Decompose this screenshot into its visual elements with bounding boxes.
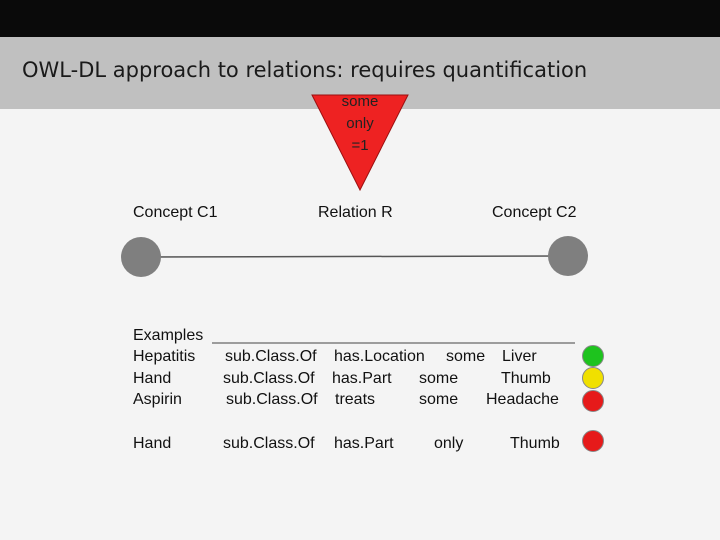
example-quantifier: some [419,370,459,387]
example-relation: sub.Class.Of [223,435,315,452]
example-object: Headache [486,391,559,408]
example-subject: Aspirin [133,391,182,408]
top-bar [0,0,720,37]
relation-r-label: Relation R [318,204,393,221]
example-object: Thumb [510,435,560,452]
slide-title: OWL-DL approach to relations: requires q… [22,58,588,82]
status-red-dot [582,430,604,452]
quantifier-some: some [341,93,379,110]
example-subject: Hand [133,435,172,452]
example-property: has.Location [334,348,425,365]
example-relation: sub.Class.Of [226,391,318,408]
example-quantifier: some [446,348,486,365]
status-yellow-dot [582,367,604,389]
example-subject: Hand [133,370,172,387]
concept-c1-label: Concept C1 [133,204,218,221]
relation-line [140,255,569,258]
quantifier-only: only [346,115,374,132]
quantifier-exactly-one: =1 [351,137,369,154]
status-red-dot [582,390,604,412]
status-green-dot [582,345,604,367]
quantifier-triangle [311,94,409,192]
example-relation: sub.Class.Of [225,348,317,365]
concept-c1-node [121,237,161,277]
concept-c2-label: Concept C2 [492,204,577,221]
examples-header: Examples [133,327,204,344]
concept-c2-node [548,236,588,276]
example-property: has.Part [332,370,392,387]
example-relation: sub.Class.Of [223,370,315,387]
example-property: treats [335,391,376,408]
example-object: Thumb [501,370,551,387]
example-quantifier: some [419,391,459,408]
example-object: Liver [502,348,537,365]
example-subject: Hepatitis [133,348,196,365]
example-quantifier: only [434,435,464,452]
example-property: has.Part [334,435,394,452]
